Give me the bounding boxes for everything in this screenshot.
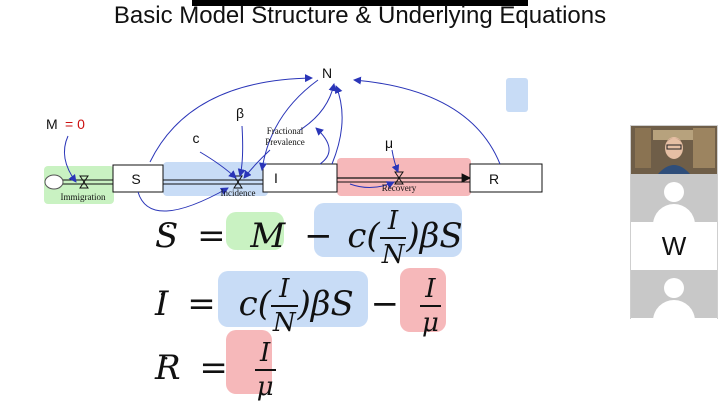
participant-avatar-tile-2[interactable] [631,270,717,319]
recovery-highlight [337,158,471,196]
fractional-label: Fractional [267,126,304,136]
participant-initial: W [631,222,717,270]
s-frac-den: N [381,240,405,270]
dot-mark: · [163,346,170,370]
c-label: c [193,130,200,146]
stock-r-label: R [489,171,499,187]
r-frac-bar [254,369,276,371]
m-label: M [46,116,58,132]
r-frac-num: I [260,338,271,368]
s-c-open: c( [347,216,380,256]
immigration-highlight [44,166,114,204]
s-frac-num: I [387,206,399,236]
i-recovery-bar [419,305,441,307]
i-recovery-den: μ [421,308,439,338]
r-dot-symbol: · R [155,346,181,390]
beta-label: β [236,105,244,121]
i-lhs: I [155,284,169,324]
n-to-i-arrow [259,79,319,171]
avatar-head-icon [664,182,684,202]
r-lhs: R [155,348,181,388]
dot-mark: · [159,282,166,306]
i-recovery-term-highlight [400,268,446,332]
s-infection-term-highlight [314,203,462,257]
s-lhs: S [155,216,179,256]
blue-square-highlight [506,78,528,112]
participant-avatar-tile-1[interactable] [631,174,717,223]
i-recovery-num: I [425,274,436,304]
stock-i-label: I [274,170,278,186]
top-black-bar [192,0,528,6]
stock-r [469,163,543,193]
m-value: = 0 [65,116,85,132]
i-rest: )βS [297,284,354,324]
i-to-n-arrow [331,85,343,165]
i-minus: − [370,284,400,324]
stock-i [262,163,338,193]
immigration-label: Immigration [61,192,106,202]
r-to-n-arrow [353,76,501,165]
n-to-prevalence-arrow [299,83,337,131]
s-minus: − [304,216,333,256]
i-c-open: c( [238,284,271,324]
participant-initial-tile[interactable]: W [631,222,717,271]
prevalence-label: Prevalence [265,137,304,147]
i-equals: = [187,284,216,324]
s-to-n-arrow [149,74,313,163]
stock-s-label: S [131,171,140,187]
mu-label: μ [385,135,393,151]
mu-to-recovery-arrow [391,149,400,173]
immigration-valve-icon [79,175,89,189]
i-infection-term-highlight [218,271,368,327]
n-label: N [322,65,332,81]
incidence-label: Incidence [221,188,256,198]
r-term-highlight [226,330,272,394]
i-to-prevalence-arrow [315,127,330,165]
i-frac-num: I [279,274,290,304]
s-equals: = [197,216,226,256]
prevalence-to-incidence-arrow [243,149,271,179]
recovery-valve-icon [394,171,404,185]
cloud-source-icon [44,174,64,190]
speaker-video-icon [631,126,717,174]
r-equals: = [199,348,228,388]
i-frac-den: N [272,308,296,338]
s-to-incidence-arrow [137,187,229,212]
s-m-term: M [250,216,286,256]
slide-title: Basic Model Structure & Underlying Equat… [113,2,607,29]
i-dot-symbol: · I [155,282,168,326]
r-frac-den: μ [256,372,274,402]
i-to-recovery-arrow [349,181,395,189]
s-rest: )βS [406,216,463,256]
participants-panel: W [630,125,718,319]
avatar-head-icon [664,278,684,298]
s-dot-symbol: · S [155,214,178,258]
i-frac-bar [270,305,298,307]
avatar-body-icon [653,204,695,222]
recovery-label: Recovery [382,183,417,193]
s-frac-bar [379,237,407,239]
m-term-highlight [226,212,284,250]
participant-video-tile[interactable] [631,126,717,175]
dot-mark: · [165,214,172,238]
c-to-incidence-arrow [199,151,237,179]
beta-to-incidence-arrow [237,125,246,177]
m-to-immigration-arrow [63,135,77,183]
avatar-body-icon [653,300,695,318]
